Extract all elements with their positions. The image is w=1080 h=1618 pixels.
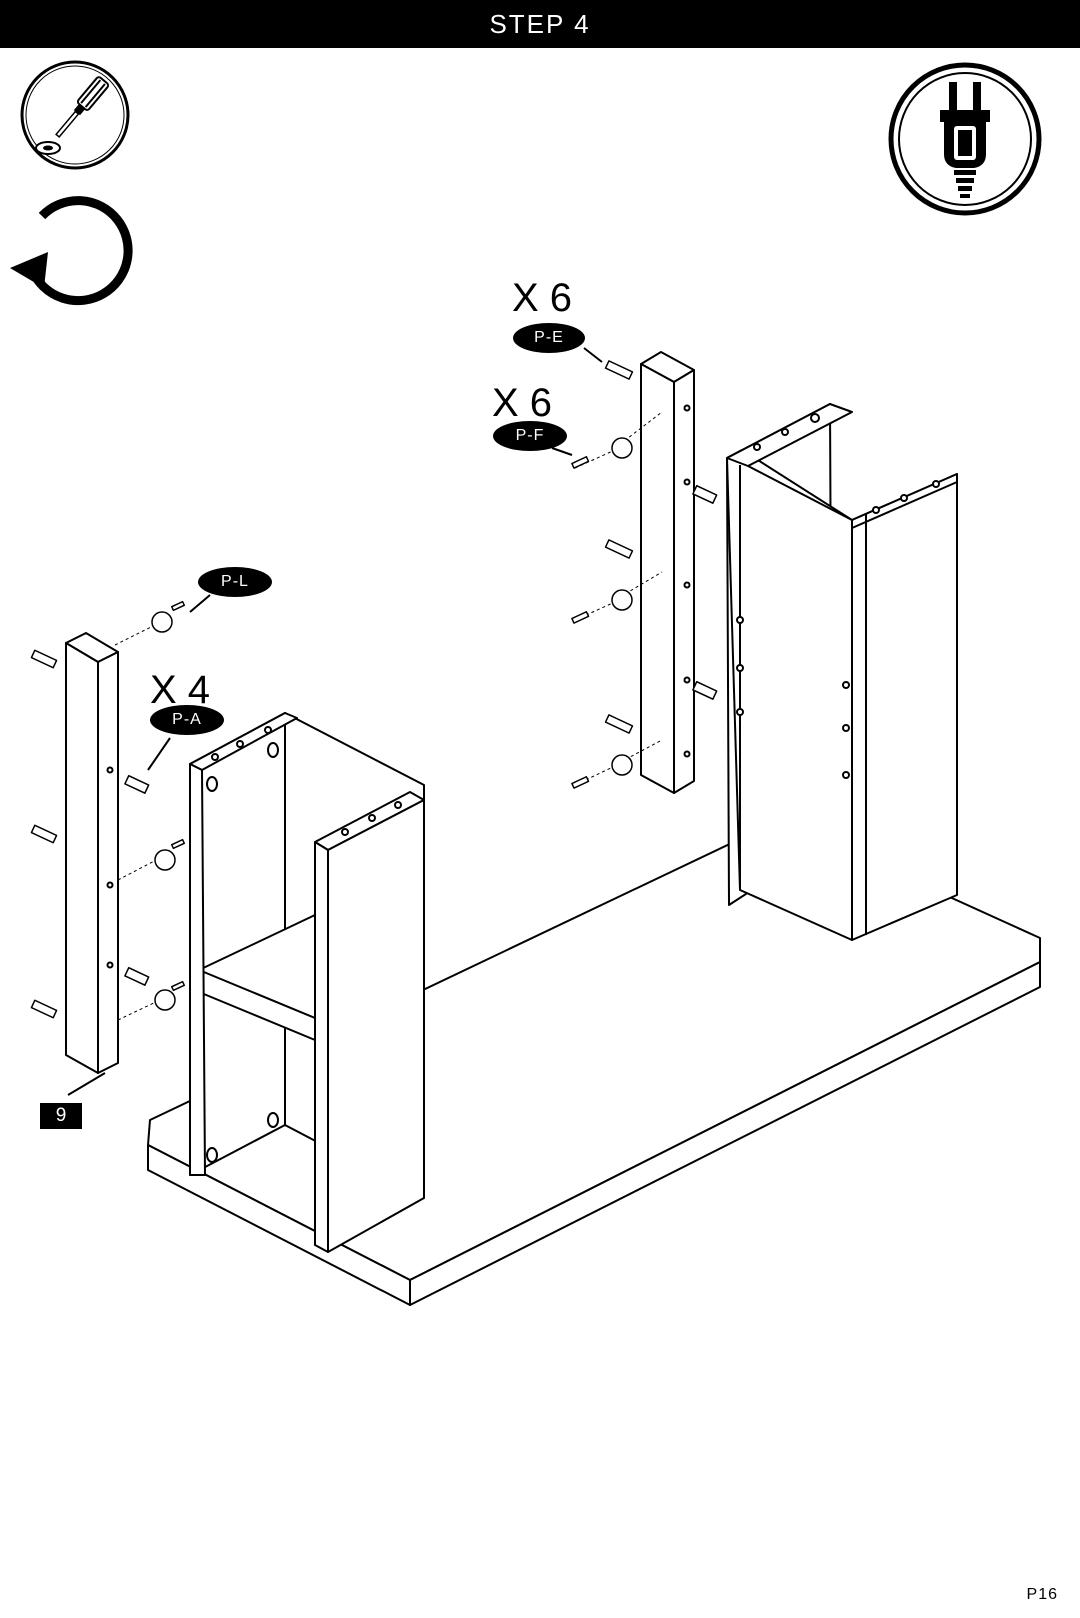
rear-upright-strip (640, 351, 695, 794)
pf-quantity: X 6 (492, 381, 553, 425)
part-label-pf: P-F (493, 421, 567, 451)
page-number: P16 (1026, 1586, 1058, 1603)
left-cabinet (189, 712, 425, 1253)
step-title: STEP 4 (489, 8, 591, 39)
leader-lines (67, 347, 603, 1096)
panel-number-label: 9 (40, 1103, 82, 1129)
screws (30, 360, 718, 1019)
step-header: STEP 4 (0, 0, 1080, 48)
part-label-pl: P-L (198, 567, 272, 597)
part-label-pe: P-E (513, 323, 585, 353)
right-cabinet (726, 403, 958, 941)
pa-quantity: X 4 (150, 668, 211, 712)
pe-quantity: X 6 (512, 276, 573, 320)
part-label-pa: P-A (150, 705, 224, 735)
screwdriver-icon (20, 60, 130, 170)
panel-9 (65, 632, 119, 1074)
unplug-power-icon (888, 62, 1042, 216)
rotate-counterclockwise-icon (10, 196, 133, 306)
